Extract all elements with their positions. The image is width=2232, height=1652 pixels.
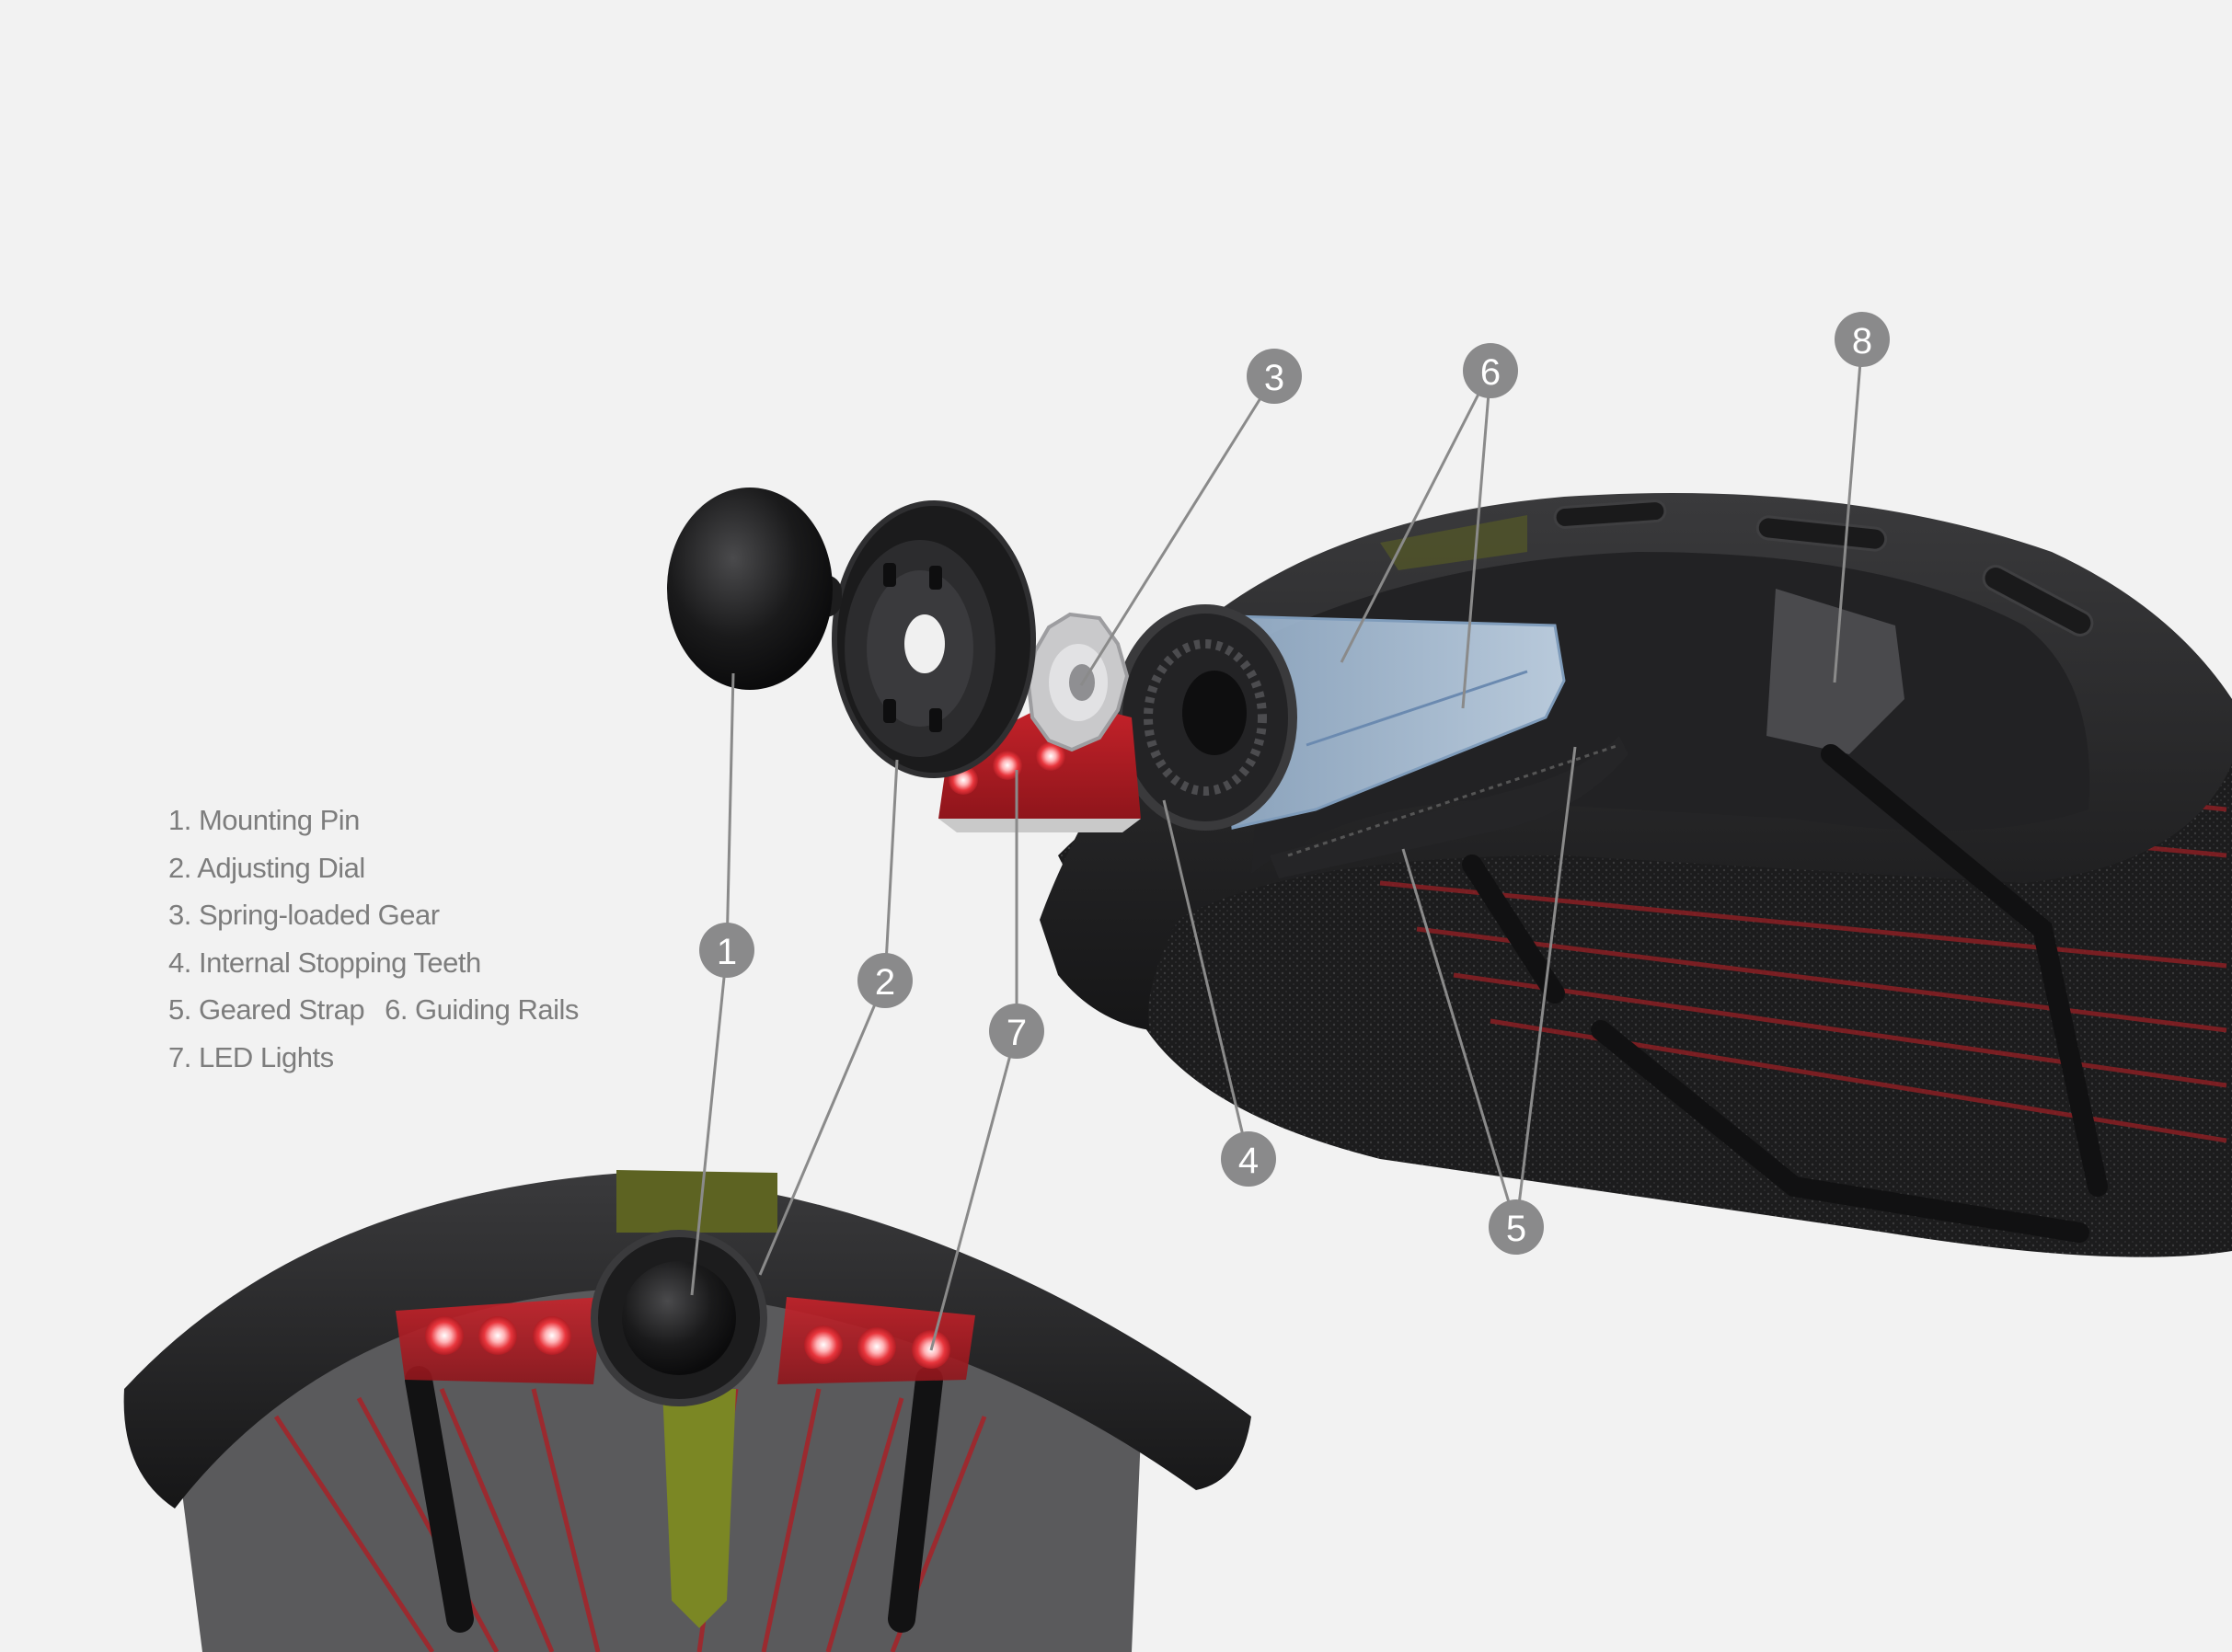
- led-dot: [804, 1325, 843, 1364]
- legend-item-geared-strap-guiding-rails: 5. Geared Strap 6. Guiding Rails: [168, 986, 579, 1034]
- rear-center-mesh: [662, 1389, 736, 1628]
- helmet-top-mesh: [1380, 515, 1527, 570]
- legend-item-mounting-pin: 1. Mounting Pin: [168, 797, 579, 844]
- callout-6: 6: [1463, 343, 1518, 398]
- internal-stopping-teeth: [1113, 604, 1297, 831]
- led-dot: [1036, 741, 1065, 771]
- cradle-arms: [1462, 744, 2108, 1243]
- leader-6: [1340, 370, 1492, 709]
- led-dot: [857, 1327, 896, 1366]
- legend-item-6-text: 6. Guiding Rails: [385, 993, 579, 1026]
- legend-item-2-text: 2. Adjusting Dial: [168, 851, 365, 884]
- callout-1-label: 1: [717, 932, 737, 972]
- helmet-rear-view: [123, 1170, 1252, 1652]
- callout-7-label: 7: [1007, 1013, 1027, 1053]
- callout-7: 7: [989, 1004, 1044, 1059]
- helmet-vents: [1553, 499, 2094, 637]
- callout-8: 8: [1835, 312, 1890, 367]
- mounting-pin: [667, 488, 842, 690]
- callout-3-label: 3: [1264, 358, 1284, 398]
- callout-3: 3: [1247, 349, 1302, 404]
- leader-4: [1162, 799, 1250, 1160]
- legend-item-3-text: 3. Spring-loaded Gear: [168, 899, 440, 931]
- legend-item-led-lights: 7. LED Lights: [168, 1034, 579, 1082]
- callout-8-label: 8: [1852, 321, 1872, 361]
- rail-edge: [1306, 670, 1528, 747]
- geared-strap: [1270, 736, 1628, 878]
- legend-item-1-text: 1. Mounting Pin: [168, 804, 360, 836]
- legend-item-adjusting-dial: 2. Adjusting Dial: [168, 844, 579, 892]
- leader-2: [758, 759, 899, 1276]
- legend-item-4-text: 4. Internal Stopping Teeth: [168, 946, 481, 979]
- led-dot: [425, 1316, 464, 1355]
- callout-6-label: 6: [1480, 352, 1501, 393]
- rear-arms: [405, 1366, 943, 1633]
- legend-item-5-text: 5. Geared Strap: [168, 993, 365, 1026]
- callout-badges: 1 2 3 4 5 6 7 8: [699, 312, 1890, 1255]
- leader-7: [929, 770, 1018, 1351]
- rear-shell: [123, 1173, 1252, 1509]
- leader-lines: [690, 338, 1864, 1351]
- leader-1: [690, 672, 735, 1296]
- callout-2: 2: [857, 953, 913, 1008]
- legend-item-7-text: 7. LED Lights: [168, 1040, 334, 1073]
- callout-5: 5: [1489, 1199, 1544, 1255]
- callout-4-label: 4: [1238, 1141, 1259, 1181]
- leader-5: [1401, 746, 1577, 1228]
- callout-1: 1: [699, 923, 754, 978]
- callout-5-label: 5: [1506, 1209, 1526, 1249]
- legend-item-internal-stopping-teeth: 4. Internal Stopping Teeth: [168, 939, 579, 987]
- led-dot: [478, 1316, 517, 1355]
- led-dot: [533, 1316, 571, 1355]
- legend-item-spring-loaded-gear: 3. Spring-loaded Gear: [168, 891, 579, 939]
- leader-3: [1079, 375, 1276, 686]
- rear-dial: [591, 1230, 767, 1406]
- callout-2-label: 2: [875, 962, 895, 1003]
- helmet-rear-assembly: [667, 488, 2232, 1257]
- adjusting-dial: [832, 500, 1036, 778]
- led-dot: [993, 751, 1022, 780]
- rear-shell-top-mesh: [616, 1170, 777, 1233]
- led-light-bar: [396, 1297, 975, 1384]
- leader-8: [1833, 338, 1864, 683]
- parts-legend: 1. Mounting Pin 2. Adjusting Dial 3. Spr…: [168, 797, 579, 1081]
- callout-4: 4: [1221, 1131, 1276, 1187]
